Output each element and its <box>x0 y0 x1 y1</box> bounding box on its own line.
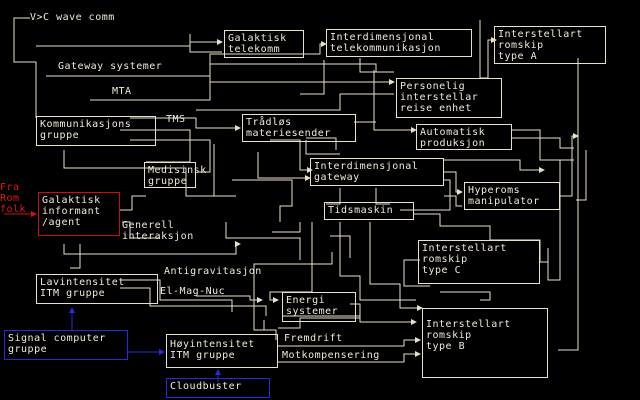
countercompensation-label: Motkompensering <box>282 350 380 361</box>
galactic-telecom-box: Galaktisk telekomm <box>224 30 304 58</box>
wireless-matter-box: Trådløs materiesender <box>242 114 356 142</box>
tms-label: TMS <box>166 114 186 125</box>
personal-travel-box: Personelig interstellar reise enhet <box>396 78 502 118</box>
gateway-systems-label: Gateway systemer <box>58 61 163 72</box>
vc-wave-label: V>C wave comm <box>30 12 115 23</box>
medical-group-box: Medisinsk gruppe <box>144 162 206 188</box>
low-intensity-itm-box: Lavintensitet ITM gruppe <box>36 274 158 304</box>
interstellar-ship-c-box: Interstellart romskip type C <box>418 240 540 284</box>
interdim-telecom-box: Interdimensjonal telekommunikasjon <box>326 29 472 57</box>
antigravity-label: Antigravitasjon <box>164 266 262 277</box>
general-interaction-label: Generell interaksjon <box>122 220 194 242</box>
interstellar-ship-a-box: Interstellart romskip type A <box>494 26 606 64</box>
signal-computer-box: Signal computer gruppe <box>4 330 128 360</box>
propulsion-label: Fremdrift <box>284 333 343 344</box>
automatic-production-box: Automatisk produksjon <box>416 124 512 150</box>
galactic-informant-box: Galaktisk informant /agent <box>38 192 120 236</box>
interstellar-ship-b-box: Interstellart romskip type B <box>422 308 548 378</box>
mta-label: MTA <box>112 86 132 97</box>
energy-systems-box: Energi systemer <box>282 292 356 322</box>
time-machine-box: Tidsmaskin <box>324 202 414 220</box>
fra-rom-folk-label: Fra Rom folk <box>0 182 27 215</box>
hyperspace-manipulator-box: Hyperoms manipulator <box>464 182 560 210</box>
communications-group-box: Kommunikasjons gruppe <box>36 116 156 146</box>
cloudbuster-box: Cloudbuster <box>166 378 270 398</box>
high-intensity-itm-box: Høyintensitet ITM gruppe <box>166 334 278 368</box>
interdim-gateway-box: Interdimensjonal gateway <box>310 158 444 186</box>
el-mag-nuc-label: El-Mag-Nuc <box>160 286 226 297</box>
